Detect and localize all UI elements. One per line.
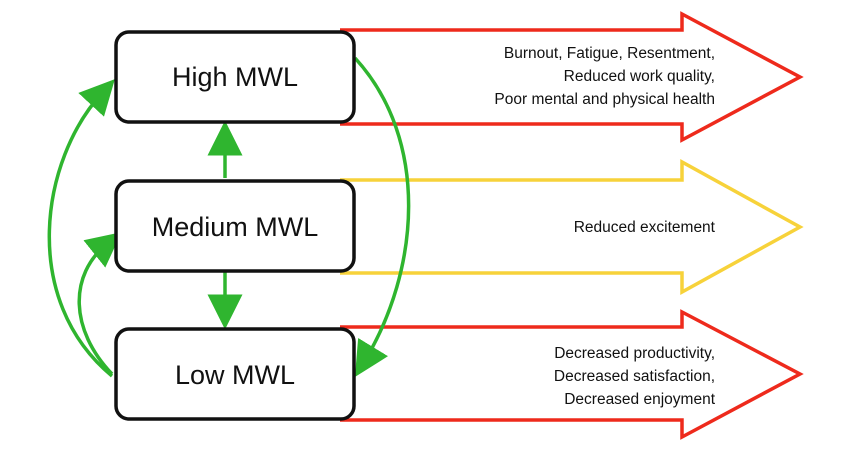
low-to-high-arrow (47, 79, 115, 378)
low-outcome-arrow (340, 309, 804, 440)
low-outcome-line: Decreased productivity, (554, 345, 715, 362)
high-outcome-line: Reduced work quality, (564, 68, 715, 85)
medium-outcome-arrow (340, 159, 804, 295)
medium-outcome-text: Reduced excitement (574, 219, 716, 236)
medium-mwl-box: Medium MWL (114, 179, 356, 273)
medium-outcome-line: Reduced excitement (574, 219, 716, 236)
high-outcome-arrow (340, 11, 804, 143)
low-outcome-line: Decreased enjoyment (564, 391, 715, 408)
low-outcome-line: Decreased satisfaction, (554, 368, 715, 385)
low-mwl-label: Low MWL (175, 360, 295, 390)
high-to-low-arrow (353, 56, 411, 377)
low-outcome-text: Decreased productivity, Decreased satisf… (554, 345, 716, 408)
high-outcome-line: Poor mental and physical health (494, 91, 715, 108)
high-mwl-box: High MWL (114, 30, 356, 124)
high-outcome-line: Burnout, Fatigue, Resentment, (504, 45, 715, 62)
high-outcome-text: Burnout, Fatigue, Resentment, Reduced wo… (494, 45, 715, 108)
low-to-medium-arrow (77, 232, 122, 376)
low-mwl-box: Low MWL (114, 327, 356, 421)
medium-mwl-label: Medium MWL (152, 212, 319, 242)
high-mwl-label: High MWL (172, 62, 298, 92)
